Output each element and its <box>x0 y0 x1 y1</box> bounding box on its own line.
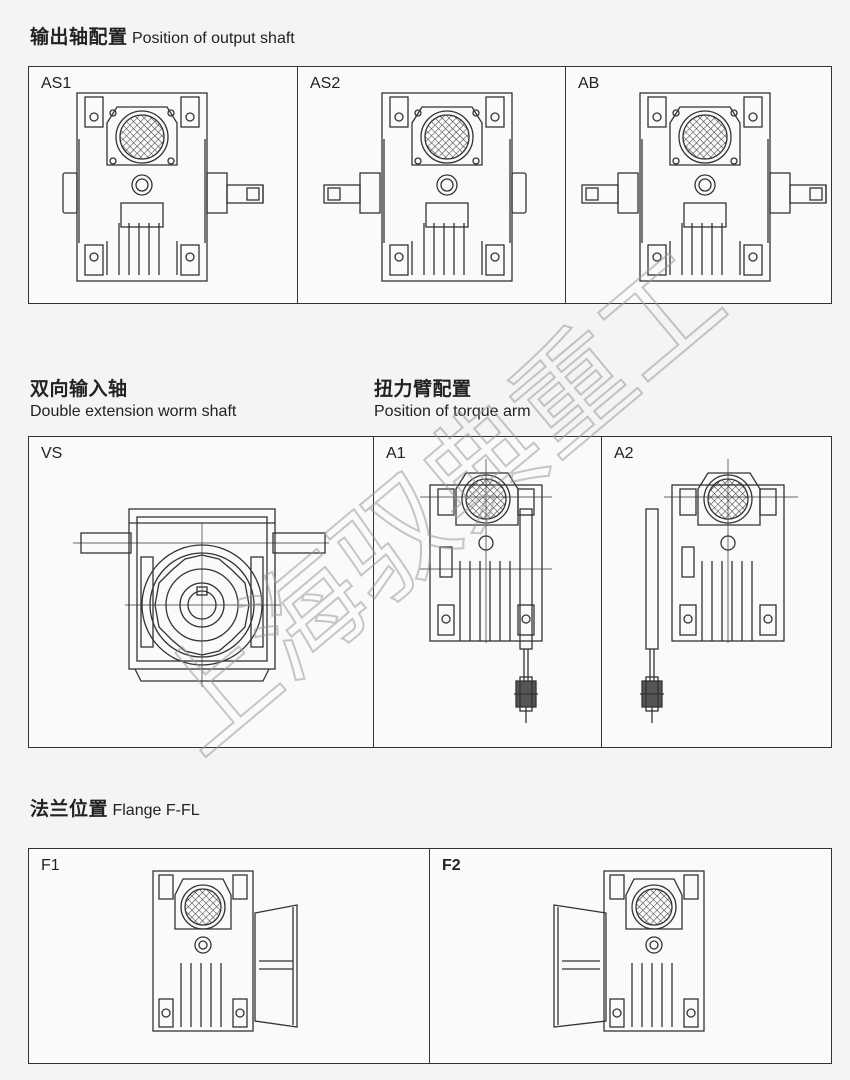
heading-en: Flange F-FL <box>112 802 200 819</box>
cell-label: AB <box>578 75 600 92</box>
cell-ab: AB <box>565 67 832 303</box>
cell-label: VS <box>41 445 63 462</box>
heading-zh: 输出轴配置 <box>30 26 128 48</box>
gearbox-f2-drawing <box>553 870 705 1032</box>
gearbox-f1-drawing <box>152 870 298 1032</box>
cell-f1: F1 <box>29 849 429 1063</box>
gearbox-a2-drawing <box>639 459 798 724</box>
cell-label: AS2 <box>310 75 341 92</box>
cell-as2: AS2 <box>297 67 566 303</box>
output-shaft-panel: AS1 AS2 AB <box>28 66 832 304</box>
heading-en: Position of output shaft <box>131 30 295 47</box>
cell-a1: A1 <box>373 437 602 747</box>
cell-vs: VS <box>29 437 373 747</box>
heading-zh: 扭力臂配置 <box>374 378 472 400</box>
gearbox-a1-drawing <box>420 459 552 724</box>
cell-as1: AS1 <box>29 67 297 303</box>
cell-label: A2 <box>614 445 634 462</box>
cell-label: A1 <box>386 445 406 462</box>
cell-label: F1 <box>41 857 60 874</box>
cell-label: F2 <box>442 857 461 874</box>
flange-panel: F1 F2 <box>28 848 832 1064</box>
gearbox-as2-drawing <box>323 92 527 282</box>
heading-en: Double extension worm shaft <box>30 403 237 420</box>
heading-zh: 双向输入轴 <box>30 378 128 400</box>
gearbox-as1-drawing <box>62 92 264 282</box>
heading-en: Position of torque arm <box>374 403 531 420</box>
section-heading-double-worm: 双向输入轴 Double extension worm shaft <box>30 374 236 421</box>
section-heading-output-shaft: 输出轴配置 Position of output shaft <box>30 22 295 49</box>
gearbox-ab-drawing <box>581 92 827 282</box>
heading-zh: 法兰位置 <box>30 798 109 820</box>
cell-label: AS1 <box>41 75 72 92</box>
worm-torque-panel: VS A <box>28 436 832 748</box>
section-heading-flange: 法兰位置 Flange F-FL <box>30 794 200 821</box>
cell-f2: F2 <box>429 849 832 1063</box>
section-heading-torque-arm: 扭力臂配置 Position of torque arm <box>374 374 531 421</box>
cell-a2: A2 <box>601 437 832 747</box>
gearbox-vs-front-drawing <box>73 508 329 687</box>
